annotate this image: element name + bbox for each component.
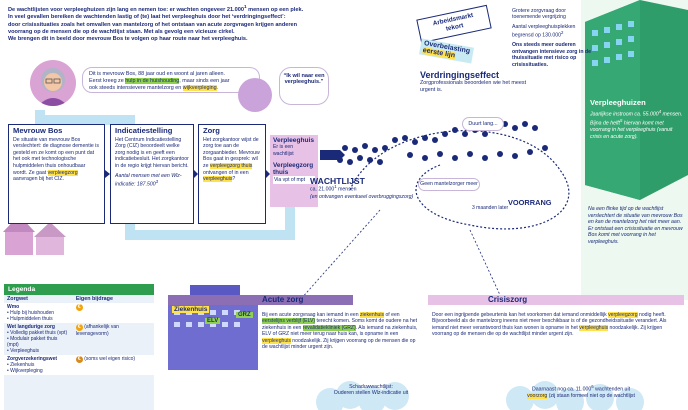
- verdringing-panel: Verdringingseffect Zorgprofessionals beo…: [420, 70, 527, 93]
- crisiszorg-text: Door een ingrijpende gebeurtenis kan het…: [432, 312, 667, 338]
- box-verpleeghuis-choice: Verpleeghuis Er is een wachtlijst Verple…: [270, 135, 318, 207]
- top-right-bullets: Grotere zorgvraag door toenemende vergri…: [512, 8, 591, 68]
- label-grz: GRZ: [236, 312, 253, 318]
- acute-zorg-text: Bij een acute zorgvraag kan iemand in ee…: [262, 312, 418, 351]
- house-icon: [5, 230, 33, 255]
- schaduwwachtlijst-note: Schaduwwachtlijst: Ouderen stellen Wlz-i…: [333, 384, 409, 397]
- acute-zorg-header: [168, 295, 353, 305]
- maanden-label: 3 maanden later: [472, 205, 509, 211]
- box-mevrouw-bos: Mevrouw Bos De situatie van mevrouw Bos …: [8, 124, 105, 224]
- label-ziekenhuis: Ziekenhuis: [172, 306, 210, 313]
- box-indicatiestelling: Indicatiestelling Het Centrum Indicaties…: [110, 124, 194, 224]
- legend-title: Legenda: [4, 284, 154, 295]
- dashed-lines-acute: [299, 209, 381, 301]
- avatar-small: [238, 78, 272, 112]
- euro-icon: €: [75, 324, 83, 331]
- speech-geen-mantelzorger: Geen mantelzorger meer: [418, 178, 480, 191]
- verpleeghuizen-panel: Verpleeghuizen Jaarlijkse instroom ca. 5…: [590, 98, 683, 140]
- quote-bubble: “Ik wil naar een verpleeghuis.”: [279, 67, 329, 105]
- voorrang-label: VOORRANG: [508, 198, 552, 207]
- label-elv: ELV: [205, 318, 221, 324]
- crisiszorg-header: [428, 295, 684, 305]
- wachtlijst-label: WACHTLIJST ca. 21.0001 mensen (en ontvan…: [310, 176, 414, 200]
- crowd-bottom: [316, 381, 644, 410]
- crisiszorg-title: Crisiszorg: [488, 295, 528, 304]
- voorzorg-note: Daarnaast nog ca. 11.0006 wachtenden uit…: [527, 384, 635, 400]
- mevrouw-bos-avatar: [30, 60, 76, 106]
- flinke-tijd-text: Na een flinke tijd op de wachtlijst vers…: [588, 206, 683, 245]
- acute-zorg-title: Acute zorg: [262, 295, 304, 304]
- waitlist-crowd: [337, 121, 548, 165]
- waitlist-spiral: [349, 130, 570, 230]
- box-zorg: Zorg Het zorgkantoor wijst de zorg toe a…: [198, 124, 266, 224]
- mevrouw-intro-bubble: Dit is mevrouw Bos, 88 jaar oud en woont…: [82, 67, 260, 93]
- intro-text: De wachtlijsten voor verpleeghuizen zijn…: [8, 4, 304, 43]
- euro-icon: €: [75, 304, 83, 311]
- speech-duurt-lang: Duurt lang...: [462, 117, 504, 131]
- euro-crossed-icon: €: [75, 356, 83, 363]
